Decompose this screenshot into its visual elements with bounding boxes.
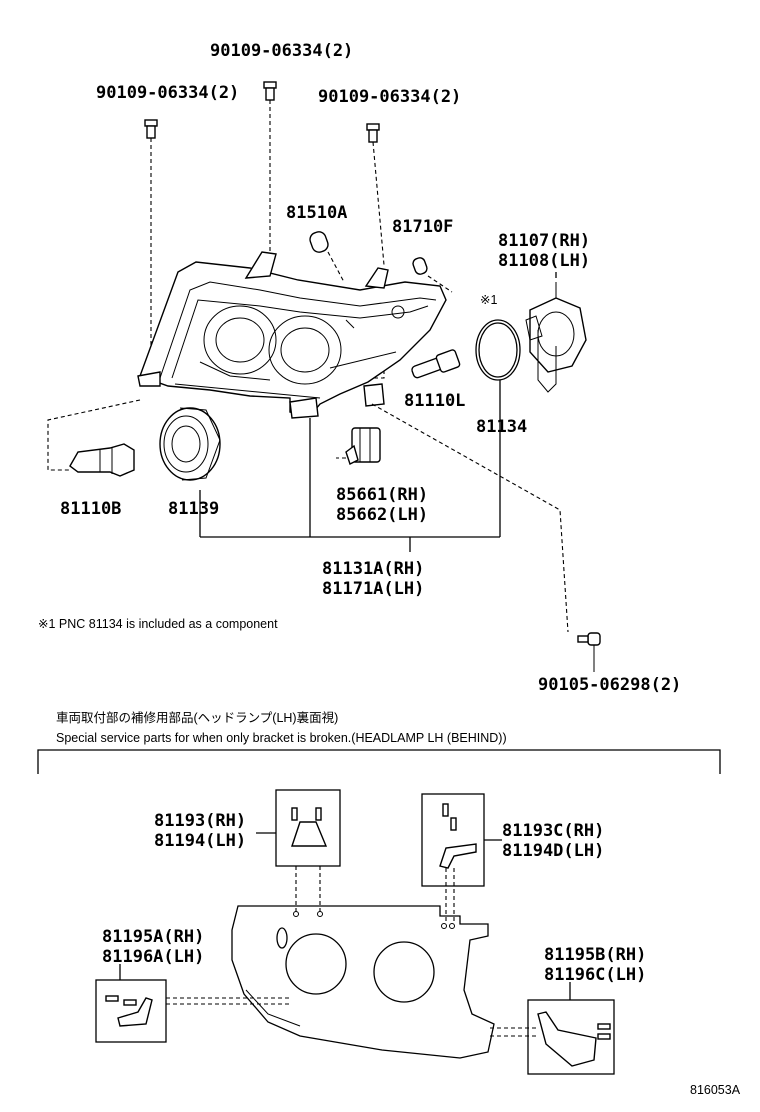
label-bolt-bottom: 90105-06298(2): [538, 675, 681, 695]
footnote: ※1 PNC 81134 is included as a component: [38, 617, 278, 631]
label-81139: 81139: [168, 499, 219, 519]
headlamp-back-outline-icon: [231, 905, 495, 1059]
label-81108: 81108(LH): [498, 251, 590, 271]
gasket-ring-81134-icon: [475, 319, 521, 381]
bracket-81195a-box: [95, 964, 290, 1043]
label-81510a: 81510A: [286, 203, 347, 223]
label-81194: 81194(LH): [154, 831, 246, 851]
bracket-81193c-box: [421, 793, 502, 924]
bulb-81510a-icon: [309, 231, 329, 253]
bracket-81195b-box: [490, 982, 615, 1075]
label-81193: 81193(RH): [154, 811, 246, 831]
label-81194d: 81194D(LH): [502, 841, 604, 861]
label-85661: 85661(RH): [336, 485, 428, 505]
trim-ring-81139-icon: [159, 407, 221, 481]
label-mark1: ※1: [480, 293, 497, 307]
bolt-left-icon: [144, 119, 158, 139]
bolt-top-icon: [263, 81, 277, 101]
label-81110b: 81110B: [60, 499, 121, 519]
label-81196a: 81196A(LH): [102, 947, 204, 967]
bulb-81110b-icon: [69, 443, 135, 477]
headlamp-housing-icon: [137, 251, 447, 419]
label-81107: 81107(RH): [498, 231, 590, 251]
label-81193c: 81193C(RH): [502, 821, 604, 841]
bolt-right-icon: [366, 123, 380, 143]
label-81110l: 81110L: [404, 391, 465, 411]
bracket-81193-box: [256, 789, 341, 912]
label-bolt-right: 90109-06334(2): [318, 87, 461, 107]
label-81171a: 81171A(LH): [322, 579, 424, 599]
label-bolt-top: 90109-06334(2): [210, 41, 353, 61]
bulb-socket-81107-icon: [525, 282, 587, 393]
leveling-motor-85661-icon: [336, 427, 381, 465]
en-section-title: Special service parts for when only brac…: [56, 731, 507, 745]
jp-section-title: 車両取付部の補修用部品(ヘッドランプ(LH)裏面視): [56, 710, 338, 725]
label-81195b: 81195B(RH): [544, 945, 646, 965]
label-81195a: 81195A(RH): [102, 927, 204, 947]
bulb-81710f-icon: [412, 257, 428, 275]
label-81131a: 81131A(RH): [322, 559, 424, 579]
label-85662: 85662(LH): [336, 505, 428, 525]
diagram-id: 816053A: [690, 1083, 741, 1097]
label-81710f: 81710F: [392, 217, 453, 237]
label-81134: 81134: [476, 417, 527, 437]
label-81196c: 81196C(LH): [544, 965, 646, 985]
bolt-bottom-icon: [577, 632, 601, 646]
label-bolt-left: 90109-06334(2): [96, 83, 239, 103]
bulb-81110l-icon: [411, 349, 461, 379]
